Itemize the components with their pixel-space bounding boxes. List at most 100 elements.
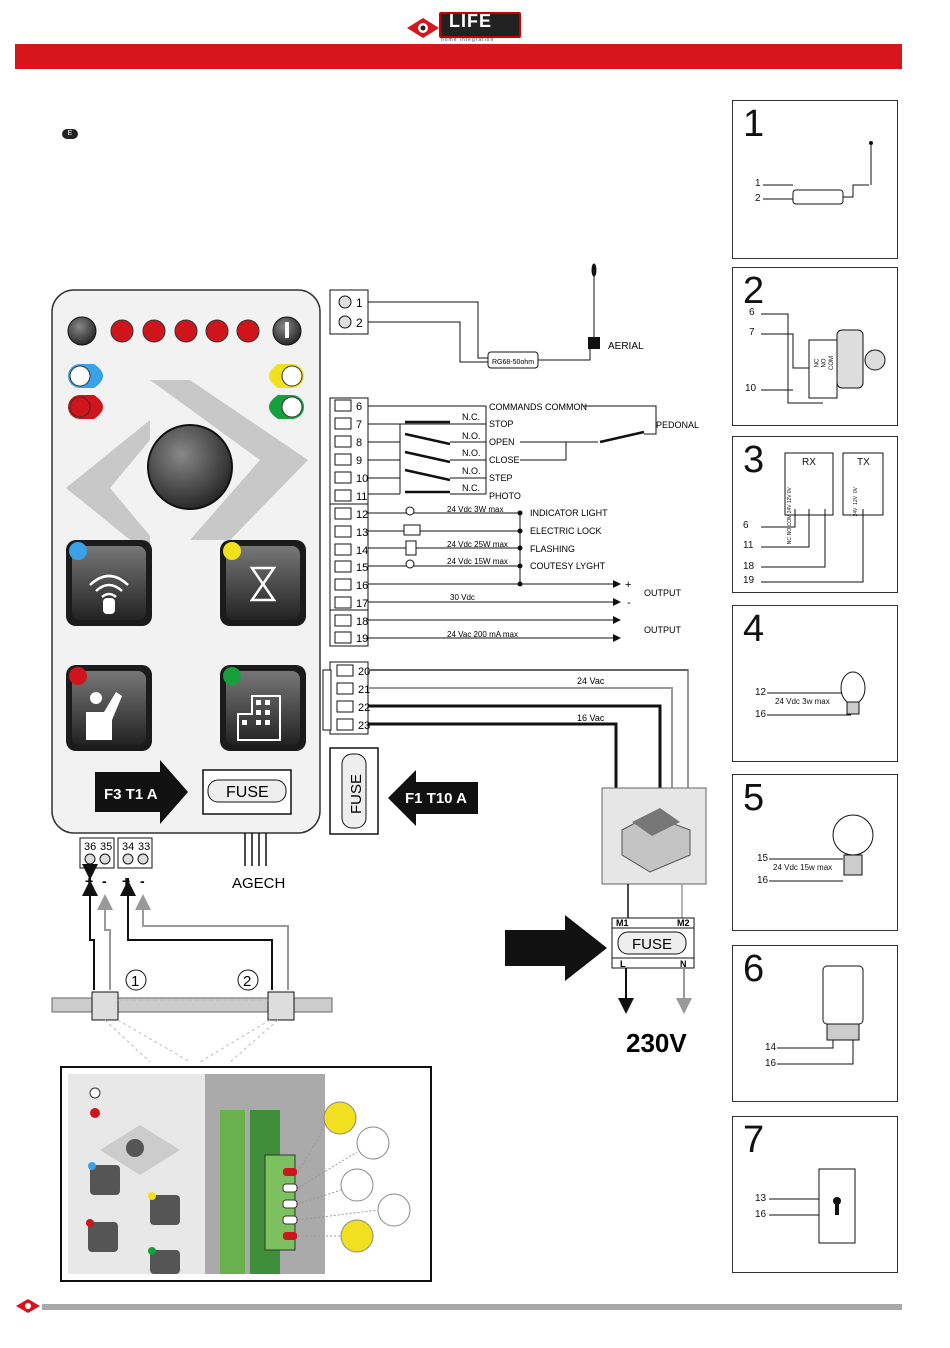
terminal-screw <box>334 560 352 573</box>
tx-pin: 0V <box>853 487 859 494</box>
panel-5-courtesy-lamp: 5 15 16 24 Vdc 15w max <box>732 774 898 931</box>
panel-3-photocells: 3 RX TX 6 11 18 19 NC NO COM 24V 12V 0V … <box>732 436 898 593</box>
output-24vac: 24 Vac 200 mA max <box>447 630 518 639</box>
terminal-screw <box>334 525 352 538</box>
load-indicator-light: INDICATOR LIGHT <box>530 508 608 518</box>
terminal-screw <box>336 664 354 677</box>
terminal-34: 34 <box>122 841 134 853</box>
footer-grey-bar <box>42 1304 902 1310</box>
building-button[interactable] <box>220 665 306 751</box>
logo-swoosh-icon <box>407 18 439 38</box>
rx-pin: 12V <box>787 494 793 504</box>
terminal-num: 21 <box>358 684 370 696</box>
photocell-marker-2 <box>237 969 259 991</box>
panel-6-flashing-light: 6 14 16 <box>732 945 898 1102</box>
terminal-screw <box>334 507 352 520</box>
terminal-num: 8 <box>356 437 362 449</box>
contact-no-open: N.O. <box>462 431 481 441</box>
terminal-screw <box>334 578 352 591</box>
antenna-wiring <box>368 263 597 363</box>
terminal-screw <box>334 614 352 627</box>
direction-graphic <box>66 380 308 556</box>
terminal-num: 23 <box>358 720 370 732</box>
output-label-24v: OUTPUT <box>644 625 682 635</box>
fuse-rating-small: F3 T1 A <box>104 786 158 803</box>
panel-4-indicator-lamp: 4 12 16 24 Vdc 3w max <box>732 605 898 762</box>
terminal-33: 33 <box>138 841 150 853</box>
terminal-num: 20 <box>358 666 370 678</box>
terminal-screw <box>334 543 352 556</box>
coax-cable <box>487 351 539 369</box>
panel-1-antenna: 1 1 2 <box>732 100 898 259</box>
fuse-label: FUSE <box>226 784 269 801</box>
output-30vdc: 30 Vdc <box>450 593 475 602</box>
panel-4-rating: 24 Vdc 3w max <box>775 697 830 706</box>
terminal-screw <box>336 682 354 695</box>
main-knob[interactable] <box>147 424 233 510</box>
photocell-marker-1-label: 1 <box>131 973 139 990</box>
terminal-num: 19 <box>356 633 368 645</box>
panel-5-rating: 24 Vdc 15w max <box>773 863 833 872</box>
main-fuse-label: FUSE <box>348 774 365 814</box>
photocell-marker-1 <box>125 969 147 991</box>
panel-1-number: 1 <box>743 103 765 145</box>
fn-stop: STOP <box>489 419 513 429</box>
logo-tagline: home integration <box>441 37 495 43</box>
output-minus: - <box>627 597 631 609</box>
terminal-num: 9 <box>356 455 362 467</box>
panel-6-term-16: 16 <box>765 1058 777 1069</box>
terminal-screw <box>334 596 352 609</box>
terminal-num: 13 <box>356 527 368 539</box>
panel-2-contact-nc: NC <box>814 358 821 368</box>
photocell-wiring <box>82 864 289 990</box>
terminal-screw <box>336 718 354 731</box>
rx-pin: NO <box>787 528 793 536</box>
timer-button[interactable] <box>220 540 306 626</box>
board-inset <box>60 1066 432 1282</box>
panel-7-electric-lock: 7 13 16 <box>732 1116 898 1273</box>
terminal-35: 35 <box>100 841 112 853</box>
panel-7-number: 7 <box>743 1119 765 1161</box>
panel-2-term-7: 7 <box>749 327 755 338</box>
panel-3-term-19: 19 <box>743 575 755 586</box>
panel-6-term-14: 14 <box>765 1042 777 1053</box>
fuse-rating-main: F1 T10 A <box>405 790 467 807</box>
led-row <box>67 316 302 346</box>
panel-3-tx-pins: 24V 12V 0V <box>853 487 859 517</box>
polarity-minus-1: - <box>102 873 107 889</box>
panel-5-term-15: 15 <box>757 853 769 864</box>
header-red-bar <box>15 44 902 69</box>
wire-16vac: 16 Vac <box>577 713 605 723</box>
tx-pin: 24V <box>853 507 859 517</box>
rx-pin: 0V <box>787 487 793 494</box>
fuse-arrow-small <box>95 760 188 824</box>
mains-arrow <box>505 915 607 981</box>
logo-box <box>439 12 521 38</box>
rx-pin: COM <box>787 515 793 527</box>
manual-button[interactable] <box>66 665 152 751</box>
terminal-screw <box>334 631 352 644</box>
panel-2-key-switch: 2 6 7 10 NC NO COM <box>732 267 898 426</box>
mains-voltage: 230V <box>626 1028 687 1058</box>
aerial-label: AERIAL <box>608 341 644 352</box>
panel-1-term-2: 2 <box>755 193 761 204</box>
panel-2-term-6: 6 <box>749 307 755 318</box>
panel-4-number: 4 <box>743 608 765 650</box>
label-n: N <box>680 959 687 969</box>
fn-photo: PHOTO <box>489 491 521 501</box>
terminal-num: 16 <box>356 580 368 592</box>
load-icons <box>403 506 421 569</box>
fn-close: CLOSE <box>489 455 520 465</box>
label-m1: M1 <box>616 918 629 928</box>
terminal-36: 36 <box>84 841 96 853</box>
antenna-terminal-2: 2 <box>356 316 363 330</box>
terminal-screw <box>336 700 354 713</box>
load-courtesy-light: COUTESY LYGHT <box>530 561 606 571</box>
transformer-wiring <box>368 669 689 790</box>
remote-button[interactable] <box>66 540 152 626</box>
terminal-num: 11 <box>356 491 367 503</box>
panel-3-rx-label: RX <box>802 457 816 468</box>
contact-nc-photo: N.C. <box>462 483 480 493</box>
mains-fuse-label: FUSE <box>632 936 672 953</box>
terminal-num: 18 <box>356 616 368 628</box>
